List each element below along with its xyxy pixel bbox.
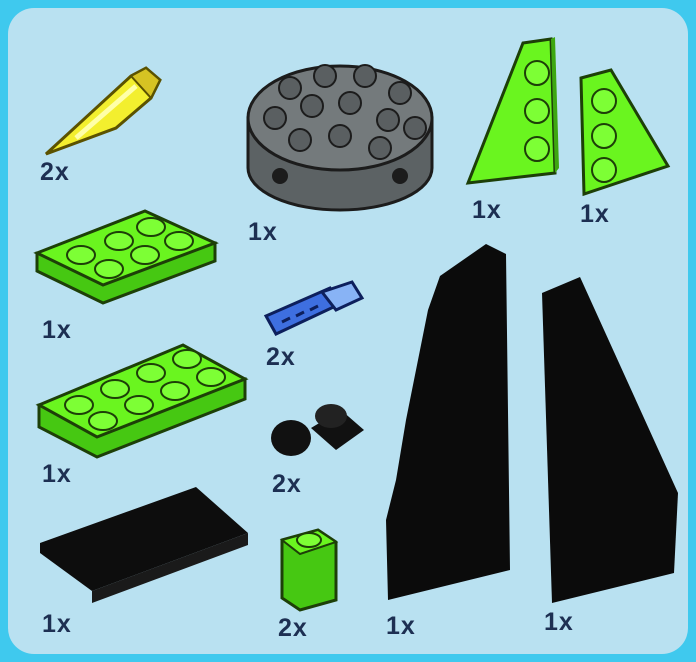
round-brick-quantity: 1x [248,218,278,247]
wedge-plate-left-quantity: 1x [472,196,502,225]
black-wedge-large-right-piece-icon [536,273,681,608]
wedge-large-right-quantity: 1x [544,608,574,637]
green-plate-2x3-piece-icon [33,203,223,313]
gray-round-brick-piece-icon [240,48,440,218]
green-brick-1x1-piece-icon [274,520,344,612]
blue-pin-piece-icon [260,276,370,346]
wedge-plate-right-quantity: 1x [580,200,610,229]
brick-1x1-quantity: 2x [278,614,308,643]
horn-quantity: 2x [40,158,70,187]
parts-inventory-panel: 2x 1x 1x [8,8,688,654]
green-plate-2x4-piece-icon [33,333,253,463]
yellow-horn-piece-icon [36,58,176,168]
pin-quantity: 2x [266,343,296,372]
green-wedge-plate-right-piece-icon [576,66,676,206]
black-round-tile-pair-piece-icon [266,398,376,468]
green-wedge-plate-left-piece-icon [463,33,563,193]
black-wedge-large-left-piece-icon [376,240,516,610]
round-tile-pair-quantity: 2x [272,470,302,499]
black-tile-piece-icon [36,483,256,613]
tile-quantity: 1x [42,610,72,639]
wedge-large-left-quantity: 1x [386,612,416,641]
